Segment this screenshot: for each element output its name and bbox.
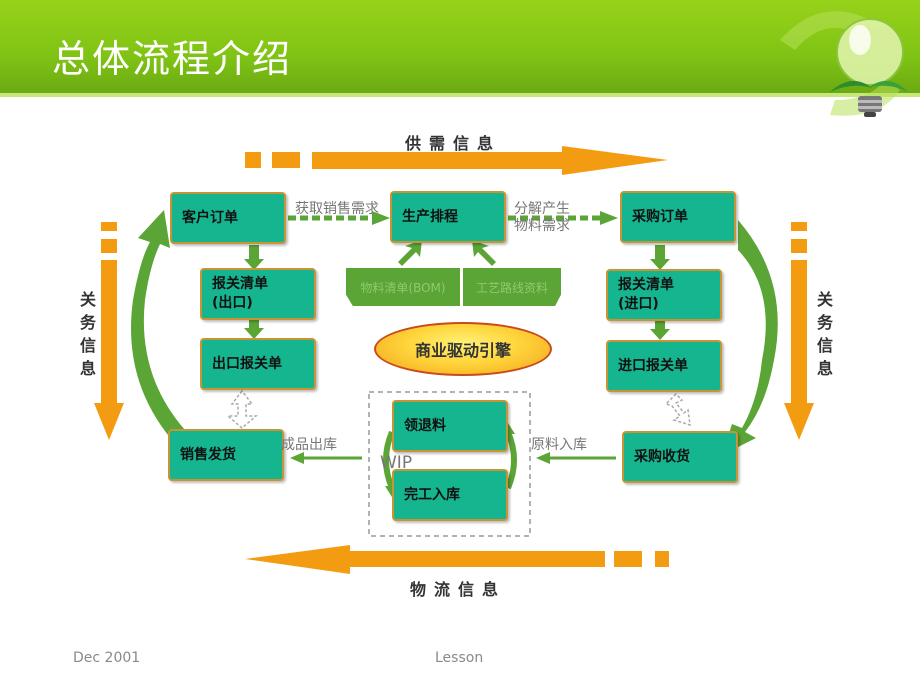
customs-list-import-node[interactable]: 报关清单(进口) (606, 269, 722, 321)
material-return-node[interactable]: 领退料 (392, 400, 508, 452)
get-sales-demand-label: 获取销售需求 (295, 201, 379, 217)
wip-label: WIP (380, 453, 413, 473)
title-bar-divider (0, 93, 920, 97)
purchase-receipt-node[interactable]: 采购收货 (622, 431, 738, 483)
raw-material-in-label: 原料入库 (531, 437, 587, 453)
finished-goods-out-label: 成品出库 (281, 437, 337, 453)
supply-demand-label: 供需信息 (405, 134, 502, 153)
customs-info-left: 关 务 信 息 (79, 290, 96, 378)
customs-info-right: 关 务 信 息 (816, 290, 833, 378)
customer-order-node[interactable]: 客户订单 (170, 192, 286, 244)
footer-lesson: Lesson (435, 650, 484, 666)
business-engine[interactable]: 商业驱动引擎 (374, 322, 552, 376)
production-schedule-node[interactable]: 生产排程 (390, 191, 506, 243)
logistics-label: 物流信息 (410, 580, 507, 599)
sales-shipment-node[interactable]: 销售发货 (168, 429, 284, 481)
purchase-order-node[interactable]: 采购订单 (620, 191, 736, 243)
lightbulb-logo (780, 11, 908, 117)
title-bar (0, 0, 920, 95)
export-declaration-node[interactable]: 出口报关单 (200, 338, 316, 390)
import-declaration-node[interactable]: 进口报关单 (606, 340, 722, 392)
decompose-demand-label: 分解产生 物料需求 (514, 201, 570, 234)
completion-storage-node[interactable]: 完工入库 (392, 469, 508, 521)
footer-date: Dec 2001 (73, 650, 141, 666)
bom-box: 物料清单(BOM) (346, 268, 460, 306)
slide-title: 总体流程介绍 (52, 37, 293, 81)
customs-list-export-node[interactable]: 报关清单(出口) (200, 268, 316, 320)
routing-box: 工艺路线资料 (463, 268, 561, 306)
